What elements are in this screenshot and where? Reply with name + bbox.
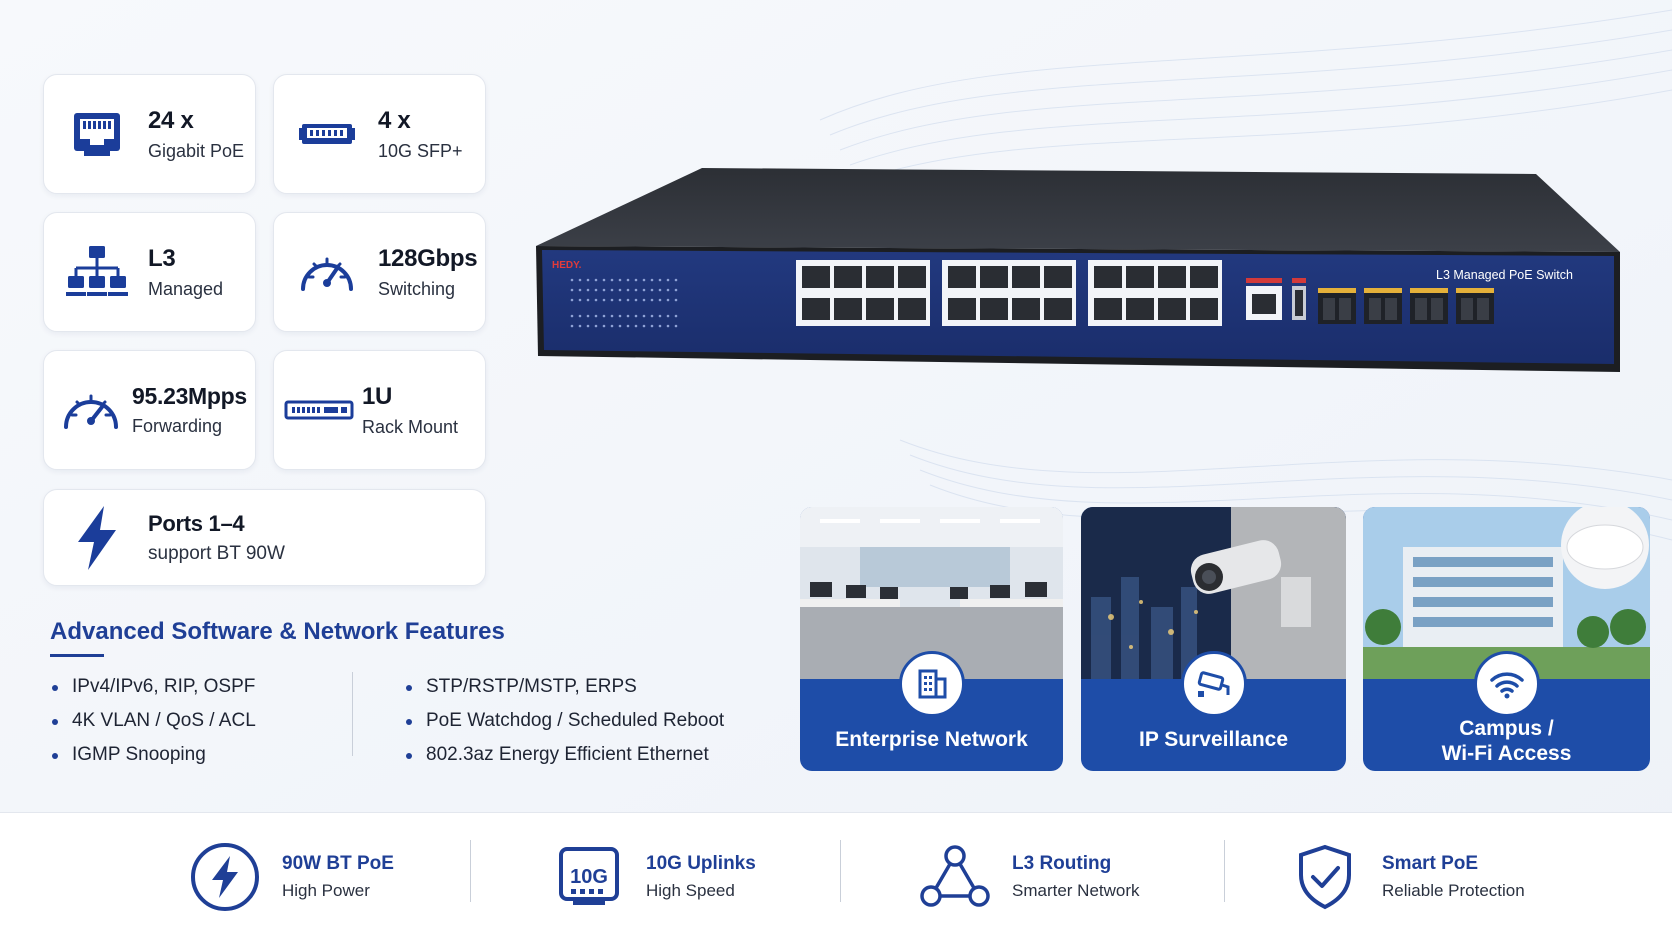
- highlight-subtitle: Smarter Network: [1012, 880, 1140, 900]
- brand-logo: HEDY.: [552, 260, 582, 271]
- spec-value: 24 x: [148, 106, 194, 134]
- spec-label: Forwarding: [132, 416, 223, 436]
- spec-value: 128Gbps: [378, 244, 478, 272]
- scenario-label: Enterprise Network: [835, 728, 1028, 751]
- camera-photo: [1081, 507, 1346, 679]
- features-divider: [352, 672, 353, 756]
- spec-card-switching: 128Gbps Switching: [273, 212, 486, 332]
- highlight-l3-routing: L3 Routing Smarter Network: [918, 812, 1140, 941]
- network-hierarchy-icon: [62, 237, 132, 307]
- features-list-left: IPv4/IPv6, RIP, OSPF 4K VLAN / QoS / ACL…: [50, 670, 256, 772]
- highlight-smart-poe: Smart PoE Reliable Protection: [1288, 812, 1525, 941]
- feature-item: IGMP Snooping: [50, 738, 256, 772]
- features-title-underline: [50, 654, 104, 657]
- security-camera-icon: [1180, 651, 1247, 717]
- highlight-subtitle: High Speed: [646, 880, 735, 900]
- office-building-icon: [898, 651, 965, 717]
- feature-item: IPv4/IPv6, RIP, OSPF: [50, 670, 256, 704]
- office-photo: [800, 507, 1063, 679]
- spec-label: Switching: [378, 278, 456, 299]
- highlight-bt-poe: 90W BT PoE High Power: [188, 812, 394, 941]
- lightning-circle-icon: [188, 840, 262, 914]
- spec-card-bt-poe: Ports 1–4 support BT 90W: [43, 489, 486, 586]
- scenario-label: IP Surveillance: [1138, 728, 1289, 751]
- spec-value: 4 x: [378, 106, 411, 134]
- scenario-card-campus: Campus / Wi-Fi Access: [1363, 507, 1650, 771]
- routing-nodes-icon: [918, 840, 992, 914]
- scenario-label-line1: Campus /: [1459, 717, 1554, 740]
- scenario-card-surveillance: IP Surveillance: [1081, 507, 1346, 771]
- highlight-title: 90W BT PoE: [282, 852, 394, 874]
- scenario-card-enterprise: Enterprise Network: [800, 507, 1063, 771]
- features-list-right: STP/RSTP/MSTP, ERPS PoE Watchdog / Sched…: [404, 670, 724, 772]
- highlight-subtitle: High Power: [282, 880, 370, 900]
- spec-value: L3: [148, 244, 176, 272]
- spec-label: 10G SFP+: [378, 140, 463, 161]
- feature-item: PoE Watchdog / Scheduled Reboot: [404, 704, 724, 738]
- features-title: Advanced Software & Network Features: [50, 618, 505, 645]
- 10g-port-icon: 10G: [552, 840, 626, 914]
- spec-label: Rack Mount: [362, 416, 459, 437]
- highlight-title: 10G Uplinks: [646, 852, 756, 874]
- highlights-bar: [0, 812, 1672, 941]
- 10g-icon-text: 10G: [570, 866, 608, 888]
- highlight-10g: 10G 10G Uplinks High Speed: [552, 812, 756, 941]
- spec-label: Managed: [148, 278, 224, 299]
- spec-card-forwarding: 95.23Mpps Forwarding: [43, 350, 256, 470]
- spec-value: 1U: [362, 382, 393, 410]
- spec-value: 95.23Mpps: [132, 383, 247, 409]
- highlight-divider: [1224, 840, 1225, 902]
- spec-card-l3: L3 Managed: [43, 212, 256, 332]
- scenario-label: Campus / Wi-Fi Access: [1363, 716, 1650, 766]
- feature-item: 802.3az Energy Efficient Ethernet: [404, 738, 724, 772]
- feature-item: 4K VLAN / QoS / ACL: [50, 704, 256, 738]
- spec-card-sfp: 4 x 10G SFP+: [273, 74, 486, 194]
- shield-check-icon: [1288, 840, 1362, 914]
- ethernet-port-icon: [62, 99, 132, 169]
- spec-value: Ports 1–4: [148, 510, 245, 536]
- spec-card-rack: 1U Rack Mount: [273, 350, 486, 470]
- highlight-title: L3 Routing: [1012, 852, 1112, 874]
- wifi-icon: [1473, 651, 1540, 717]
- spec-label: Gigabit PoE: [148, 140, 245, 161]
- spec-label: support BT 90W: [148, 542, 285, 564]
- rack-unit-icon: [284, 375, 354, 445]
- highlight-divider: [470, 840, 471, 902]
- speedometer-icon: [292, 237, 362, 307]
- highlight-title: Smart PoE: [1382, 852, 1479, 874]
- scenario-label-line2: Wi-Fi Access: [1441, 742, 1572, 765]
- sfp-module-icon: [292, 99, 362, 169]
- speedometer-icon: [56, 375, 126, 445]
- feature-item: STP/RSTP/MSTP, ERPS: [404, 670, 724, 704]
- model-label: L3 Managed PoE Switch: [1436, 268, 1573, 282]
- spec-card-poe-ports: 24 x Gigabit PoE: [43, 74, 256, 194]
- highlight-divider: [840, 840, 841, 902]
- lightning-bolt-icon: [62, 503, 132, 573]
- product-switch-image: HEDY. L3 Managed PoE Switch: [536, 168, 1620, 372]
- highlight-subtitle: Reliable Protection: [1382, 880, 1525, 900]
